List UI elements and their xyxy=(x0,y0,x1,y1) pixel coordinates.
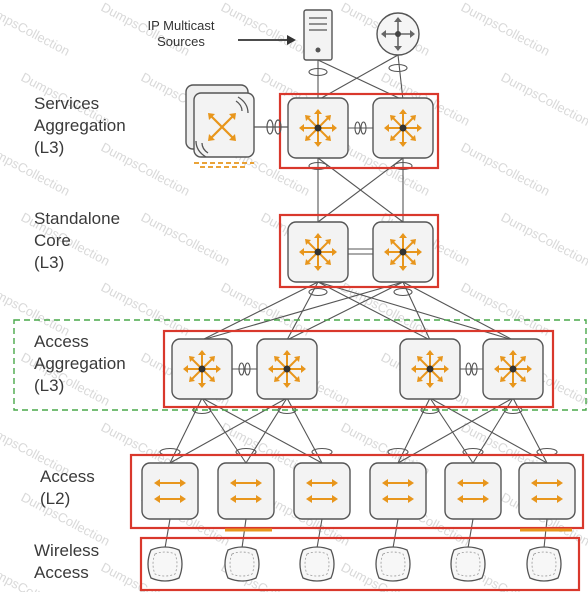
core-label-line3: (L3) xyxy=(34,253,65,272)
core-label-line1: Standalone xyxy=(34,209,121,228)
router-group xyxy=(171,97,544,400)
services-label-line1: Services xyxy=(34,94,100,113)
multicast-label-line1: IP Multicast xyxy=(147,18,215,33)
watermark-text: DumpsCollection xyxy=(219,279,313,338)
wireless-controller-icon xyxy=(185,84,255,168)
access-point-icon xyxy=(526,546,562,582)
watermark-text: DumpsCollection xyxy=(99,279,193,338)
switch-icon xyxy=(444,462,502,520)
access-aggregation-tier-box xyxy=(162,329,555,409)
router-icon xyxy=(376,12,420,56)
watermark-text: DumpsCollection xyxy=(339,279,433,338)
watermark-text: DumpsCollection xyxy=(219,0,313,59)
wireless-access-label: Wireless Access xyxy=(34,540,99,584)
services-aggregation-label: Services Aggregation (L3) xyxy=(34,93,126,159)
watermark-text: DumpsCollection xyxy=(139,209,233,268)
access-label: Access (L2) xyxy=(40,466,95,510)
access-aggregation-dashed-box xyxy=(13,319,587,411)
watermark-text: DumpsCollection xyxy=(459,139,553,198)
services-label-line2: Aggregation xyxy=(34,116,126,135)
router-icon xyxy=(287,221,349,283)
switch-icon xyxy=(369,462,427,520)
services-tier-box xyxy=(278,92,440,170)
access-label-line1: Access xyxy=(40,467,95,486)
watermark-text: DumpsCollection xyxy=(0,279,72,338)
wireless-label-line2: Access xyxy=(34,563,89,582)
access-agg-label-line2: Aggregation xyxy=(34,354,126,373)
watermark-text: DumpsCollection xyxy=(0,0,72,59)
switch-icon xyxy=(141,462,199,520)
access-label-line2: (L2) xyxy=(40,489,71,508)
standalone-core-label: Standalone Core (L3) xyxy=(34,208,120,274)
access-point-group xyxy=(147,546,562,582)
watermark-text: DumpsCollection xyxy=(459,0,553,59)
access-tier-box xyxy=(129,453,585,530)
router-icon xyxy=(372,97,434,159)
access-point-icon xyxy=(224,546,260,582)
watermark-text: DumpsCollection xyxy=(499,69,588,128)
wireless-label-line1: Wireless xyxy=(34,541,100,560)
router-icon xyxy=(372,221,434,283)
access-point-icon xyxy=(299,546,335,582)
watermark-text: DumpsCollection xyxy=(459,279,553,338)
server-icon xyxy=(303,9,333,61)
access-point-icon xyxy=(147,546,183,582)
controller-link xyxy=(254,119,288,135)
router-icon xyxy=(287,97,349,159)
router-icon xyxy=(256,338,318,400)
switch-icon xyxy=(518,462,576,520)
watermark-text: DumpsCollection xyxy=(499,209,588,268)
access-agg-label-line1: Access xyxy=(34,332,89,351)
access-point-icon xyxy=(450,546,486,582)
switch-group xyxy=(141,462,576,532)
multicast-sources-label: IP Multicast Sources xyxy=(133,18,229,50)
core-label-line2: Core xyxy=(34,231,71,250)
access-agg-label-line3: (L3) xyxy=(34,376,65,395)
router-icon xyxy=(171,338,233,400)
wireless-tier-box xyxy=(139,536,581,592)
multicast-arrow xyxy=(238,35,296,45)
access-point-icon xyxy=(375,546,411,582)
services-label-line3: (L3) xyxy=(34,138,65,157)
switch-icon xyxy=(293,462,351,520)
core-tier-box xyxy=(278,213,440,289)
router-icon xyxy=(399,338,461,400)
switch-icon xyxy=(217,462,275,520)
access-aggregation-label: Access Aggregation (L3) xyxy=(34,331,126,397)
router-icon xyxy=(482,338,544,400)
multicast-label-line2: Sources xyxy=(157,34,205,49)
